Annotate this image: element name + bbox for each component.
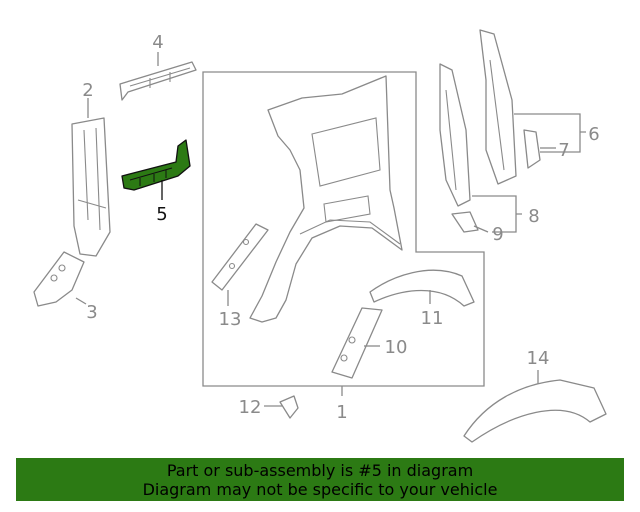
part-9[interactable]: [451, 211, 479, 233]
callout-14[interactable]: 14: [527, 348, 550, 369]
callout-9[interactable]: 9: [492, 224, 503, 245]
callout-8[interactable]: 8: [528, 206, 539, 227]
part-2[interactable]: [71, 117, 111, 257]
callout-6[interactable]: 6: [588, 124, 599, 145]
callout-1[interactable]: 1: [336, 402, 347, 423]
callout-7[interactable]: 7: [558, 140, 569, 161]
banner-line-1: Part or sub-assembly is #5 in diagram: [166, 461, 474, 480]
part-5-highlighted[interactable]: [121, 139, 191, 191]
leader-8: [472, 195, 522, 233]
callout-2[interactable]: 2: [82, 80, 93, 101]
callout-12[interactable]: 12: [239, 397, 262, 418]
callout-13[interactable]: 13: [219, 309, 242, 330]
parts-diagram: 1 2 3 4 5 6 7 8 9 10 11 12 13 14: [33, 29, 607, 443]
banner-line-2: Diagram may not be specific to your vehi…: [142, 480, 498, 499]
part-12[interactable]: [279, 395, 299, 419]
part-8[interactable]: [439, 63, 471, 207]
callout-4[interactable]: 4: [152, 32, 163, 53]
part-4[interactable]: [119, 61, 197, 101]
leader-6: [514, 113, 586, 153]
callout-3[interactable]: 3: [86, 302, 97, 323]
part-info-banner: Part or sub-assembly is #5 in diagram Di…: [16, 458, 624, 501]
callout-11[interactable]: 11: [421, 308, 444, 329]
part-14[interactable]: [463, 379, 607, 443]
leader-3: [75, 297, 87, 305]
part-7[interactable]: [523, 129, 541, 169]
callout-10[interactable]: 10: [385, 337, 408, 358]
part-10[interactable]: [331, 307, 383, 379]
part-11[interactable]: [369, 269, 475, 307]
assembly-1-outline: [202, 71, 485, 387]
part-13[interactable]: [211, 223, 269, 291]
leader-9: [473, 225, 489, 233]
part-1-inner-panel[interactable]: [249, 75, 403, 323]
callout-5-highlighted[interactable]: 5: [156, 204, 167, 225]
part-6[interactable]: [479, 29, 517, 185]
part-3[interactable]: [33, 251, 85, 307]
